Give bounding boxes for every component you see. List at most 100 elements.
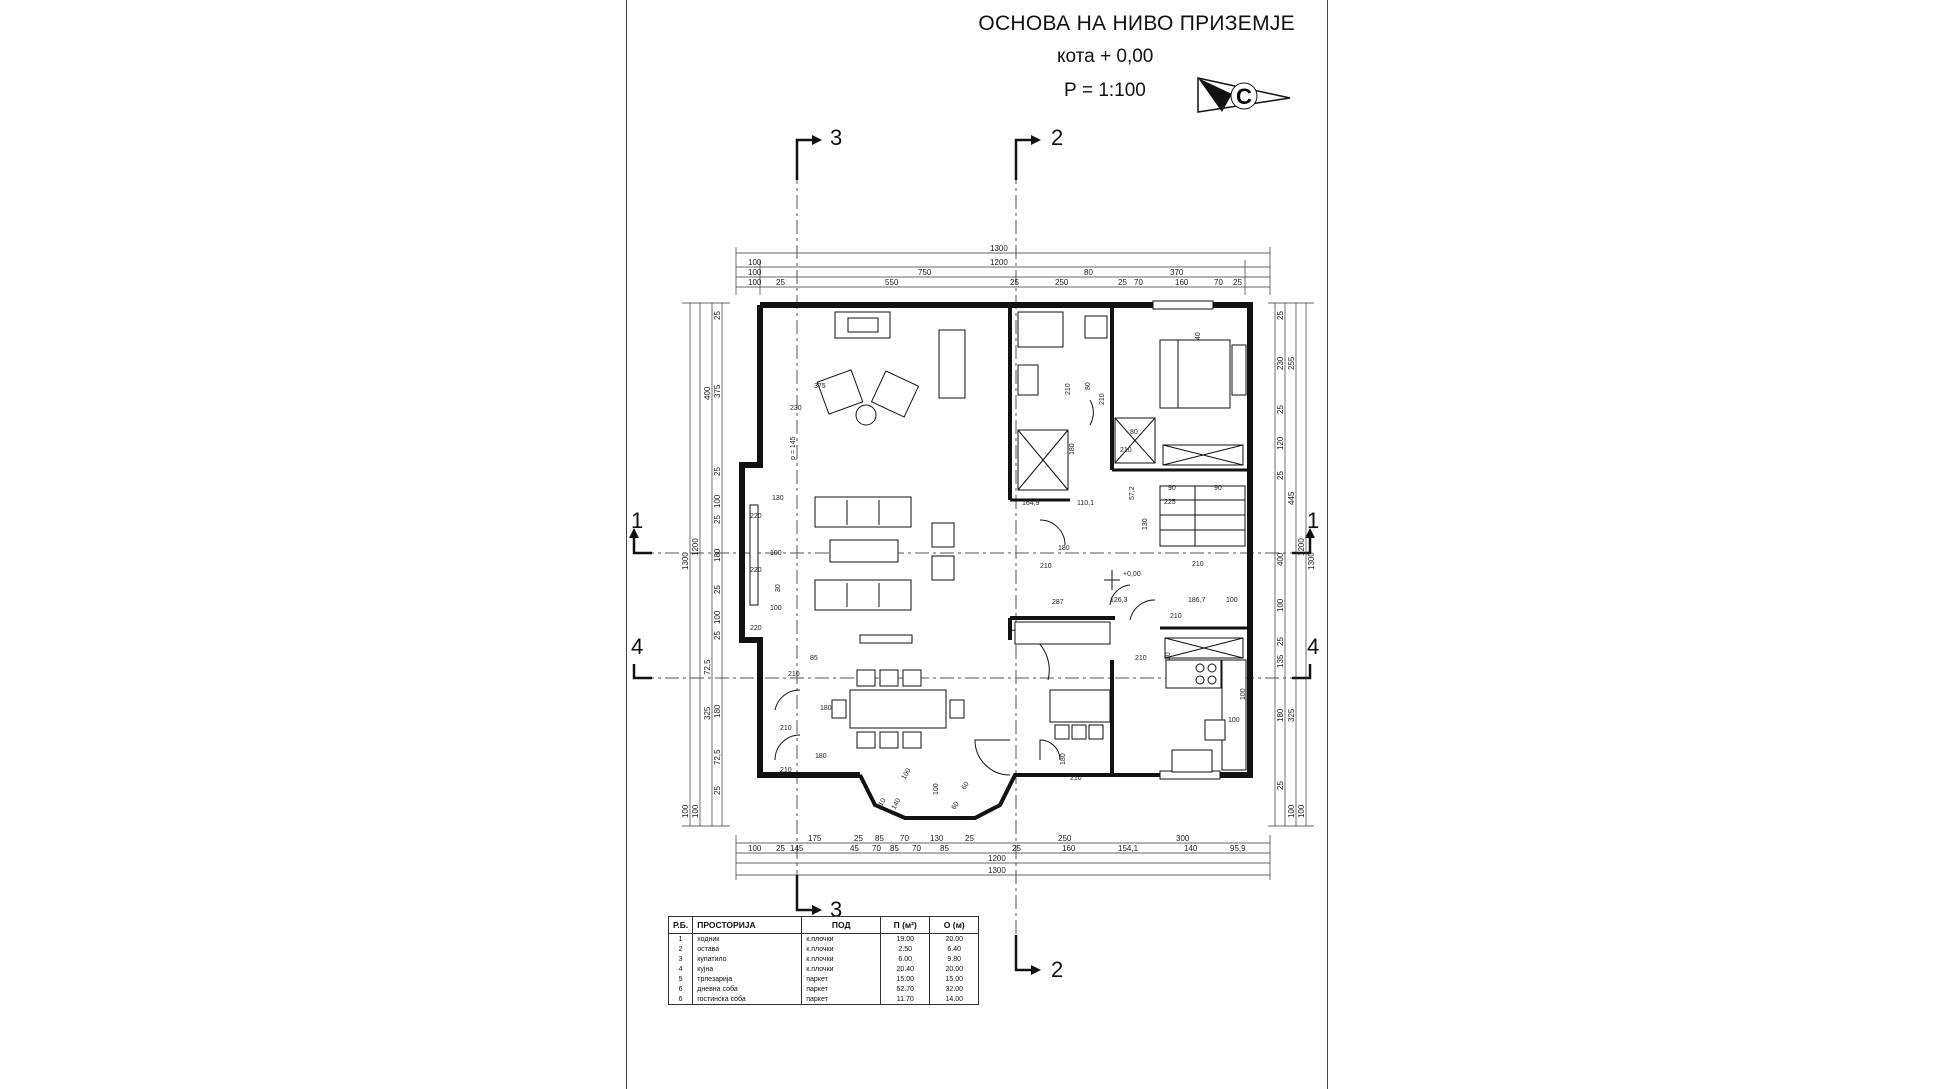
table-cell: трпезарија (692, 974, 803, 984)
svg-text:1300: 1300 (681, 552, 690, 570)
svg-text:186,7: 186,7 (1188, 597, 1206, 604)
svg-text:25: 25 (1012, 844, 1021, 853)
drawing-sheet: ОСНОВА НА НИВО ПРИЗЕМЈЕ кота + 0,00 Р = … (626, 0, 1328, 1089)
svg-text:1: 1 (1307, 508, 1319, 533)
bathroom-furniture (1017, 311, 1108, 491)
svg-text:25: 25 (713, 515, 722, 524)
table-cell: 20.40 (880, 964, 931, 974)
svg-text:25: 25 (854, 834, 863, 843)
svg-text:175: 175 (808, 834, 822, 843)
armchair-icon (870, 370, 920, 418)
svg-text:100: 100 (681, 804, 690, 818)
svg-text:100: 100 (1287, 804, 1296, 818)
scale-label: Р = 1:100 (1064, 80, 1146, 101)
table-cell: 2 (667, 944, 694, 954)
svg-text:1300: 1300 (988, 866, 1006, 875)
chair-icon (931, 555, 955, 581)
svg-text:210: 210 (1040, 563, 1052, 570)
svg-text:25: 25 (1276, 405, 1285, 414)
table-cell: к.плочки (801, 933, 882, 944)
svg-text:25: 25 (1276, 781, 1285, 790)
svg-text:100: 100 (713, 494, 722, 508)
svg-text:3: 3 (830, 897, 842, 922)
svg-text:210: 210 (1070, 775, 1082, 782)
section-marker-1-right: 1 (1292, 508, 1319, 555)
svg-text:230: 230 (790, 405, 802, 412)
svg-text:180: 180 (820, 705, 832, 712)
svg-text:1200: 1200 (1297, 538, 1306, 556)
north-arrow-icon: С (1197, 77, 1291, 113)
armchair-icon (816, 369, 864, 415)
svg-text:180: 180 (815, 753, 827, 760)
svg-text:25: 25 (1276, 637, 1285, 646)
svg-text:375: 375 (814, 383, 826, 390)
level-label: кота + 0,00 (1057, 46, 1154, 67)
table-cell: 6 (667, 984, 694, 994)
table-cell: 6.40 (929, 944, 980, 954)
svg-text:90: 90 (1168, 485, 1176, 492)
table-cell: паркет (801, 984, 882, 994)
washbasin-icon (1084, 315, 1108, 339)
svg-text:70: 70 (1214, 278, 1223, 287)
svg-text:140: 140 (1184, 844, 1198, 853)
wardrobe-icon (1231, 344, 1247, 396)
svg-text:210: 210 (1099, 393, 1106, 405)
svg-text:180: 180 (1276, 708, 1285, 722)
svg-text:90: 90 (1214, 485, 1222, 492)
bottom-dimension-lines (735, 835, 1271, 880)
column-header: Р.Б. (667, 916, 694, 934)
section-marker-3-top: 3 (795, 125, 842, 180)
table-cell: 52.70 (880, 984, 931, 994)
svg-text:750: 750 (918, 268, 932, 277)
table-cell: 20.00 (929, 964, 980, 974)
kitchen-furniture (1014, 621, 1247, 773)
dining-table-icon (849, 689, 947, 729)
svg-text:40: 40 (1195, 332, 1202, 340)
counter-icon (1221, 659, 1247, 771)
table-cell: купатило (692, 954, 803, 964)
section-marker-4-left: 4 (631, 634, 652, 680)
bottom-dimension-text: 175 25 85 70 130 25 250 300 100 25 145 4… (748, 834, 1246, 875)
svg-text:210: 210 (1170, 613, 1182, 620)
svg-text:4: 4 (1307, 634, 1319, 659)
table-row: 6 дневна соба паркет 52.70 32.00 (667, 984, 980, 994)
cabinet-icon (938, 329, 966, 399)
table-cell: к.плочки (801, 954, 882, 964)
table-cell: 6 (667, 994, 694, 1005)
dining-furniture (831, 669, 965, 749)
drawing-title: ОСНОВА НА НИВО ПРИЗЕМЈЕ (978, 12, 1295, 35)
svg-text:250: 250 (1058, 834, 1072, 843)
table-row: 3 купатило к.плочки 6.00 9.80 (667, 954, 980, 964)
svg-text:100: 100 (1240, 688, 1247, 700)
svg-text:230: 230 (1276, 356, 1285, 370)
svg-text:1: 1 (631, 508, 643, 533)
svg-text:180: 180 (1069, 443, 1076, 455)
table-cell: 1 (667, 933, 694, 944)
svg-text:70: 70 (912, 844, 921, 853)
top-dimension-text: 1300 1200 100 100 750 80 370 100 25 550 … (748, 244, 1242, 287)
svg-text:70: 70 (1134, 278, 1143, 287)
svg-text:25: 25 (1276, 471, 1285, 480)
svg-text:30: 30 (1165, 652, 1172, 660)
top-dimension-lines (735, 247, 1271, 295)
svg-text:25: 25 (776, 844, 785, 853)
table-row: 5 трпезарија паркет 15.00 15.00 (667, 974, 980, 984)
svg-text:210: 210 (780, 767, 792, 774)
svg-text:255: 255 (1287, 356, 1296, 370)
svg-text:25: 25 (713, 467, 722, 476)
svg-text:30: 30 (775, 584, 782, 592)
svg-text:72,5: 72,5 (713, 749, 722, 765)
svg-text:140: 140 (891, 797, 903, 811)
svg-text:180: 180 (713, 704, 722, 718)
svg-text:100: 100 (748, 258, 762, 267)
svg-text:85: 85 (940, 844, 949, 853)
north-label: С (1236, 84, 1252, 109)
svg-text:85: 85 (810, 655, 818, 662)
svg-text:154,1: 154,1 (1118, 844, 1139, 853)
svg-text:220: 220 (750, 625, 762, 632)
table-cell: 15.00 (929, 974, 980, 984)
svg-text:220: 220 (750, 567, 762, 574)
svg-text:1300: 1300 (990, 244, 1008, 253)
svg-text:370: 370 (1170, 268, 1184, 277)
toilet-icon (1017, 364, 1039, 396)
